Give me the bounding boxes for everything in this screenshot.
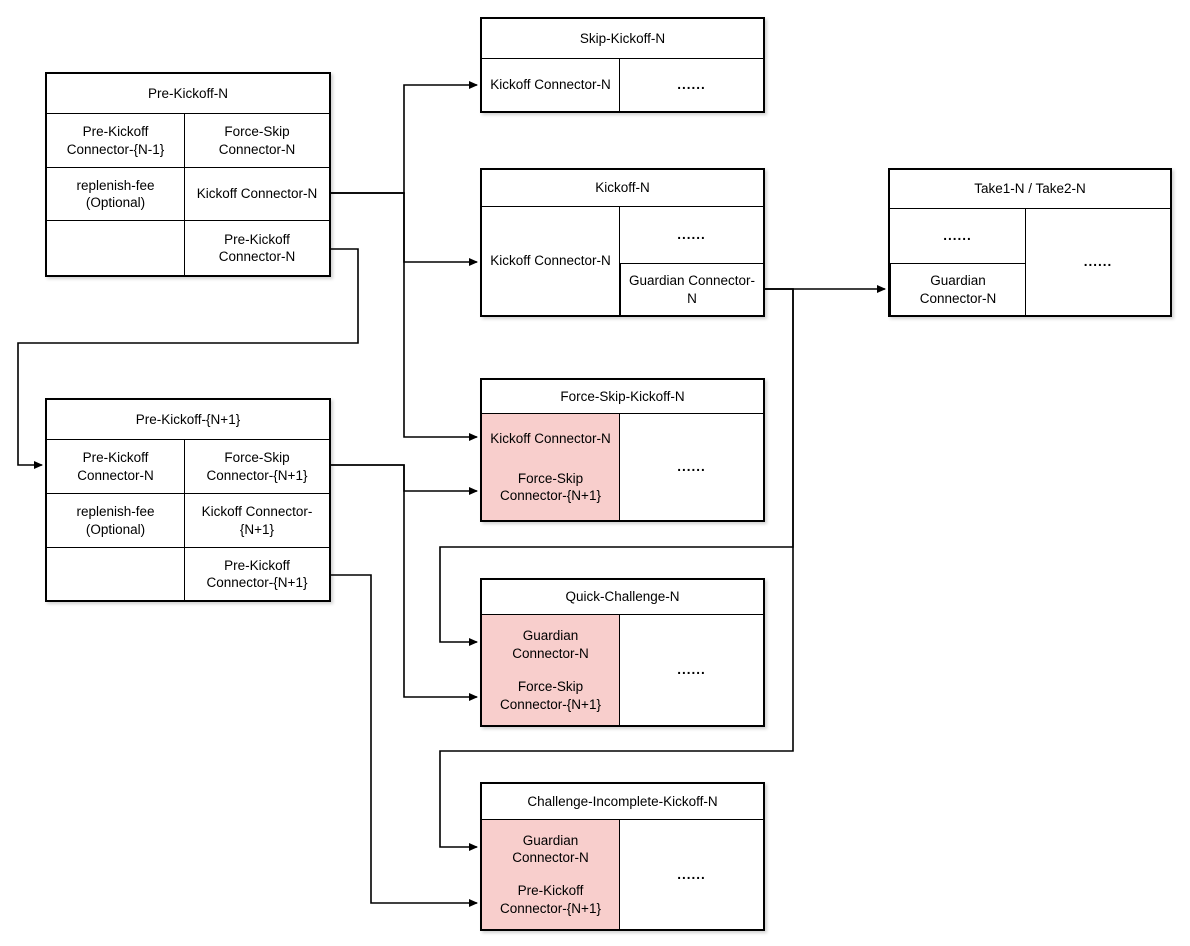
edge-pre-kickoff-n-to-skip-kickoff-n (331, 81, 478, 194)
edge-kickoff-n-guardian-to-challenge-incomplete-kickoff-n (439, 288, 794, 851)
cell-ellipsis: ...... (619, 59, 763, 111)
node-quick-challenge-n: Quick-Challenge-N Guardian Connector-N F… (480, 578, 765, 727)
cell-ellipsis: ...... (619, 414, 763, 520)
node-take1-take2-n: Take1-N / Take2-N ...... Guardian Connec… (888, 168, 1172, 317)
cell-pink-connectors: Kickoff Connector-N Force-Skip Connector… (482, 414, 619, 520)
table-row: replenish-fee (Optional) Kickoff Connect… (47, 167, 329, 220)
node-pre-kickoff-n1: Pre-Kickoff-{N+1} Pre-Kickoff Connector-… (45, 398, 331, 602)
node-title: Challenge-Incomplete-Kickoff-N (482, 784, 763, 820)
label-pre-kickoff-connector-next: Pre-Kickoff Connector-{N+1} (500, 883, 601, 916)
cell-ellipsis: ...... (943, 228, 972, 244)
label-force-skip-connector-next: Force-Skip Connector-{N+1} (500, 679, 601, 712)
node-title: Pre-Kickoff-{N+1} (47, 400, 329, 440)
node-title: Kickoff-N (482, 170, 763, 207)
cell-pre-kickoff-connector-n: Pre-Kickoff Connector-N (77, 450, 154, 483)
label-guardian-connector-n: Guardian Connector-N (512, 832, 589, 866)
cell-replenish-fee: replenish-fee (Optional) (76, 504, 155, 537)
node-kickoff-n: Kickoff-N Kickoff Connector-N ...... Gua… (480, 168, 765, 317)
table-row: Pre-Kickoff Connector-{N+1} (47, 547, 329, 600)
node-title: Pre-Kickoff-N (47, 74, 329, 114)
edge-pre-kickoff-n1-to-force-skip-kickoff-n (331, 464, 478, 495)
cell-ellipsis: ...... (677, 227, 706, 243)
cell-empty (47, 221, 184, 275)
cell-empty (47, 548, 184, 600)
cell-pre-kickoff-connector-n: Pre-Kickoff Connector-N (184, 221, 329, 275)
table-row: Pre-Kickoff Connector-N Force-Skip Conne… (47, 440, 329, 493)
cell-ellipsis: ...... (619, 820, 763, 929)
cell-kickoff-connector-n: Kickoff Connector-N (490, 77, 611, 93)
node-title: Take1-N / Take2-N (890, 170, 1170, 209)
node-title: Force-Skip-Kickoff-N (482, 380, 763, 414)
cell-pink-connectors: Guardian Connector-N Pre-Kickoff Connect… (482, 820, 619, 929)
cell-replenish-fee: replenish-fee (Optional) (76, 177, 155, 210)
node-pre-kickoff-n: Pre-Kickoff-N Pre-Kickoff Connector-{N-1… (45, 72, 331, 277)
cell-force-skip-connector-next: Force-Skip Connector-{N+1} (184, 440, 329, 493)
table-row: replenish-fee (Optional) Kickoff Connect… (47, 493, 329, 547)
cell-ellipsis: ...... (1025, 209, 1170, 315)
cell-ellipsis: ...... (619, 615, 763, 725)
label-kickoff-connector-n: Kickoff Connector-N (490, 430, 611, 446)
label-guardian-connector-n: Guardian Connector-N (512, 628, 589, 661)
node-title: Skip-Kickoff-N (482, 19, 763, 59)
cell-kickoff-connector-n: Kickoff Connector-N (490, 253, 611, 269)
node-skip-kickoff-n: Skip-Kickoff-N Kickoff Connector-N .....… (480, 17, 765, 113)
cell-kickoff-connector-next: Kickoff Connector-{N+1} (184, 494, 329, 547)
node-title: Quick-Challenge-N (482, 580, 763, 615)
cell-kickoff-connector-n: Kickoff Connector-N (184, 168, 329, 220)
cell-guardian-connector-n: Guardian Connector-N (890, 263, 1025, 315)
edge-pre-kickoff-n-to-force-skip-kickoff-n (331, 192, 478, 441)
table-row: Pre-Kickoff Connector-N (47, 220, 329, 275)
table-row: Pre-Kickoff Connector-{N-1} Force-Skip C… (47, 114, 329, 167)
cell-pre-kickoff-connector-prev: Pre-Kickoff Connector-{N-1} (66, 124, 165, 157)
cell-pre-kickoff-connector-next: Pre-Kickoff Connector-{N+1} (184, 548, 329, 600)
label-force-skip-connector-next: Force-Skip Connector-{N+1} (500, 470, 601, 504)
node-challenge-incomplete-kickoff-n: Challenge-Incomplete-Kickoff-N Guardian … (480, 782, 765, 931)
edge-pre-kickoff-n-to-kickoff-n (331, 192, 478, 266)
cell-force-skip-connector-n: Force-Skip Connector-N (184, 114, 329, 167)
cell-guardian-connector-n: Guardian Connector-N (620, 263, 763, 315)
edge-pre-kickoff-n1-to-quick-challenge-n (331, 464, 478, 701)
edge-pre-kickoff-n1-to-challenge-incomplete-kickoff-n (331, 574, 478, 907)
node-force-skip-kickoff-n: Force-Skip-Kickoff-N Kickoff Connector-N… (480, 378, 765, 522)
cell-pink-connectors: Guardian Connector-N Force-Skip Connecto… (482, 615, 619, 725)
